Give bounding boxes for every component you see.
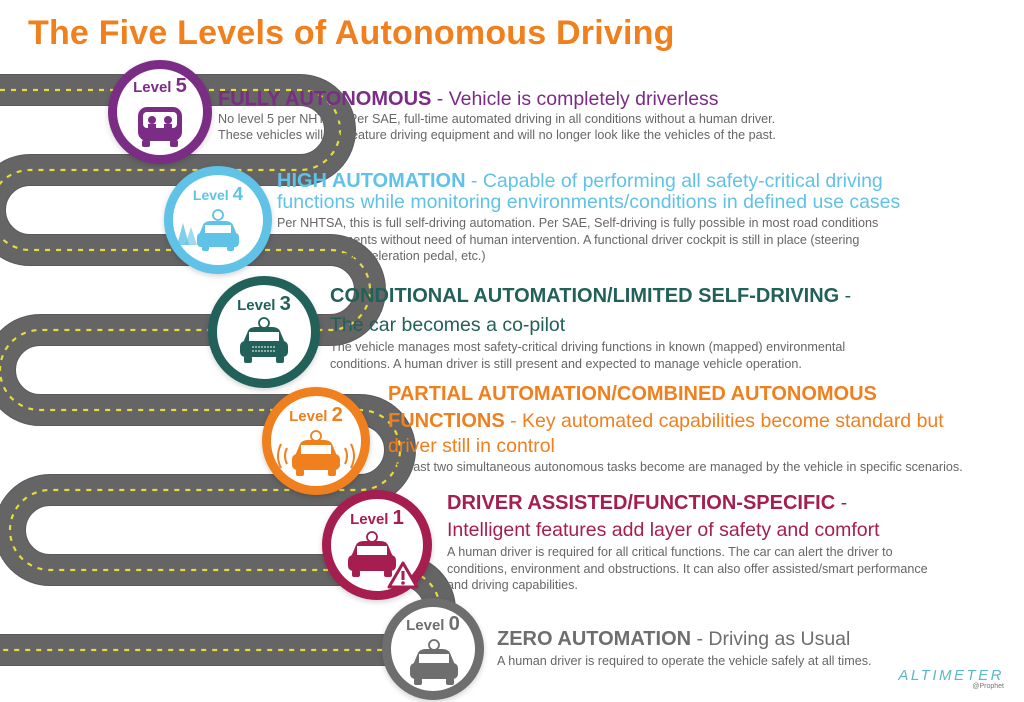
level-3-text: CONDITIONAL AUTOMATION/LIMITED SELF-DRIV… [330,284,851,372]
level-0-tagline: - Driving as Usual [691,628,851,650]
level-3-name: CONDITIONAL AUTOMATION/LIMITED SELF-DRIV… [330,285,840,307]
level-number: 5 [175,75,187,97]
car-manual-icon [410,639,458,685]
level-1-label: Level 1 [350,507,404,529]
level-1-description: A human driver is required for all criti… [447,545,928,592]
level-1-name: DRIVER ASSISTED/FUNCTION-SPECIFIC [447,492,836,514]
road-edge-highlight [0,75,455,665]
level-4-text: HIGH AUTOMATION - Capable of performing … [277,171,900,265]
level-4-tagline: - Capable of performing all safety-criti… [465,170,883,192]
level-1-tagline-line2: Intelligent features add layer of safety… [447,519,880,541]
level-2-tagline: - Key automated capabilities become stan… [504,410,944,432]
level-0-name: ZERO AUTOMATION [497,628,692,650]
level-3-description: The vehicle manages most safety-critical… [330,340,846,371]
page-title: The Five Levels of Autonomous Driving [28,14,675,52]
level-5-tagline: - Vehicle is completely driverless [431,88,719,110]
level-4-description: Per NHTSA, this is full self-driving aut… [277,216,879,263]
level-2-badge: Level 2 [262,387,370,495]
car-warning-icon [348,531,419,589]
level-5-name: FULLY AUTONOMOUS [218,88,432,110]
level-4-tagline-line2: functions while monitoring environments/… [277,191,901,213]
level-0-description: A human driver is required to operate th… [497,654,872,668]
car-copilot-icon [240,317,288,363]
logo-subtitle: @Prophet [972,683,1004,690]
car-sensor-waves-icon [277,430,355,476]
level-0-label: Level 0 [406,613,460,635]
level-2-name: PARTIAL AUTOMATION/COMBINED AUTONOMOUS [388,383,877,405]
level-2-description: At least two simultaneous autonomous tas… [388,460,963,474]
level-3-label: Level 3 [237,293,291,315]
car-with-trees-icon [177,209,239,251]
level-2-text: PARTIAL AUTOMATION/COMBINED AUTONOMOUS F… [388,382,963,475]
level-1-badge: Level 1 [322,490,432,600]
level-word: Level [133,79,172,96]
level-5-badge: Level 5 [108,60,212,164]
logo-wordmark: ALTIMETER [898,667,1004,684]
level-5-label: Level 5 [117,75,203,98]
level-2-tagline-line3: driver still in control [388,435,555,457]
level-1-text: DRIVER ASSISTED/FUNCTION-SPECIFIC - Inte… [447,491,928,594]
level-4-label: Level 4 [192,184,244,205]
altimeter-logo: ALTIMETER @Prophet [898,667,1004,690]
driverless-pod-icon [138,107,182,147]
level-2-label: Level 2 [289,404,343,426]
level-5-text: FULLY AUTONOMOUS - Vehicle is completely… [218,87,776,143]
road-surface [0,74,456,666]
level-5-description: No level 5 per NHTSA. Per SAE, full-time… [218,112,776,142]
level-0-text: ZERO AUTOMATION - Driving as Usual A hum… [497,627,872,669]
level-3-tagline-line2: The car becomes a co-pilot [330,314,566,336]
level-0-badge: Level 0 [382,598,484,700]
level-3-tagline: - [839,285,852,307]
level-4-name: HIGH AUTOMATION [277,170,466,192]
level-4-badge: Level 4 [164,166,272,274]
level-1-tagline: - [835,492,848,514]
level-2-name-line2: FUNCTIONS [388,410,505,432]
level-3-badge: Level 3 [208,276,320,388]
